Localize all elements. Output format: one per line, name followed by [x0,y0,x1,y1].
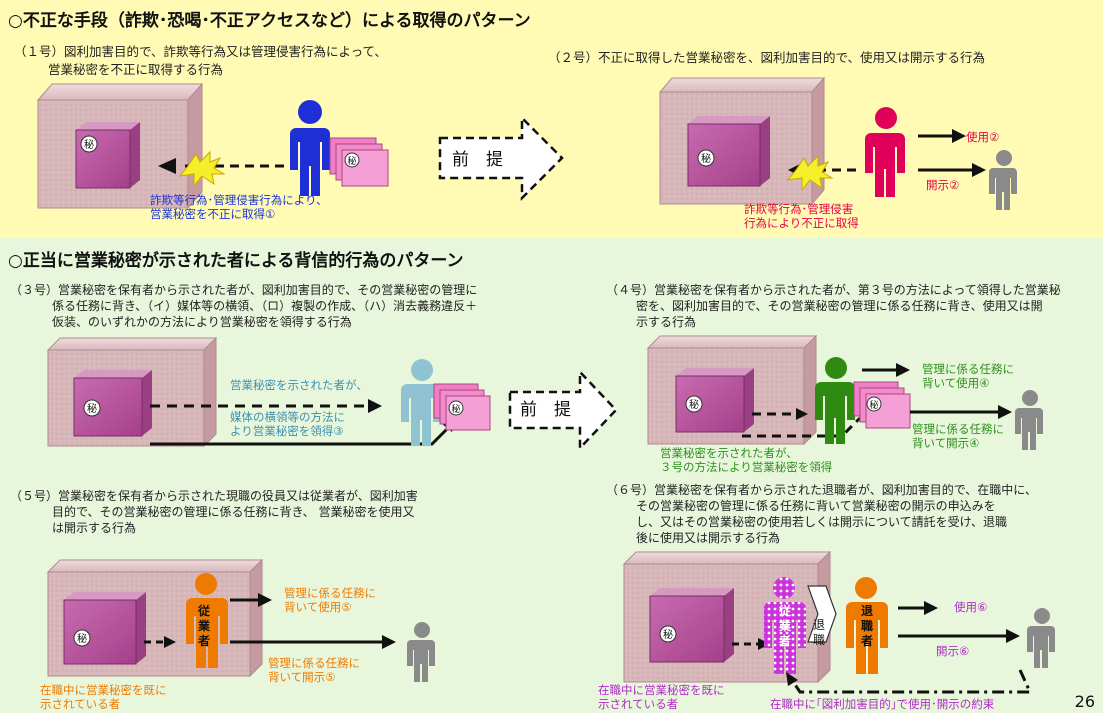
item4-disclose-line2: 背いて開示④ [912,436,980,450]
safe: 秘 [63,592,146,665]
item5-use-line2: 背いて使用⑤ [284,600,352,614]
burst-icon [178,150,226,188]
item1-figure: 秘 秘 [36,82,389,210]
item6-bottom-left-line2: 示されている者 [598,697,679,711]
item5-bottom-line2: 示されている者 [40,697,121,711]
item4-caption-line2: 密を、図利加害目的で、その営業秘密の管理に係る任務に背き、使用又は開 [636,299,1043,313]
employee-dotted-person-icon [764,577,806,674]
page-number: 26 [1074,692,1095,711]
item2-label-line1: 詐欺等行為･管理侵害 [744,202,854,216]
item4-caption-line3: 示する行為 [636,315,697,329]
item3-caption-line1: （３号）営業秘密を保有者から示された者が、図利加害目的で、その営業秘密の管理に [10,283,478,297]
document-stack-icon: 秘 [329,137,389,187]
item6-bottom-left-line1: 在職中に営業秘密を既に [598,683,725,697]
item6-use-label: 使用⑥ [954,600,988,614]
item6-disclose-label: 開示⑥ [936,644,970,658]
promise-arrow [790,669,1033,694]
orange-person-icon [186,573,228,668]
item5-person-label: 従業者 [197,604,210,648]
item4-bottom-line1: 営業秘密を示された者が、 [660,446,798,460]
teal-person-icon [401,359,441,446]
item3-label-b-line2: より営業秘密を領得③ [230,424,344,438]
svg-text:秘: 秘 [451,403,460,415]
arrowhead [158,158,176,174]
item1-label-line1: 詐欺等行為･管理侵害行為により、 [150,193,328,207]
item6-bottom-right: 在職中に｢図利加害目的｣で使用･開示の約束 [770,697,995,711]
item1-caption-line2: 営業秘密を不正に取得する行為 [48,62,224,77]
item5-bottom-line1: 在職中に営業秘密を既に [40,683,167,697]
item4-use-line2: 背いて使用④ [922,376,990,390]
item5-caption-line3: は開示する行為 [52,521,137,535]
item1-label-line2: 営業秘密を不正に取得① [150,207,276,221]
svg-text:秘: 秘 [663,628,673,641]
section1-heading: ○不正な手段（詐欺･恐喝･不正アクセスなど）による取得のパターン [8,11,531,31]
safe: 秘 [73,370,152,437]
svg-text:秘: 秘 [689,398,699,411]
burst-icon [786,154,834,192]
item4-caption-line1: （４号）営業秘密を保有者から示された者が、第３号の方法によって領得した営業秘 [606,283,1061,297]
premise-arrow-1 [438,114,564,202]
item4-disclose-line1: 管理に係る任務に [912,422,1004,436]
item2-caption: （２号）不正に取得した営業秘密を、図利加害目的で、使用又は開示する行為 [548,50,986,65]
svg-text:秘: 秘 [701,152,711,165]
gray-person-icon [407,622,435,682]
item6-retiree-label: 退職者 [860,604,873,648]
green-person-icon [815,357,855,444]
blue-person-icon [290,100,330,196]
item6-employee-label: 従業者 [778,604,791,648]
document-stack-icon: 秘 [853,381,911,429]
item6-figure: 秘 [622,550,1055,694]
item1-caption-line1: （１号）図利加害目的で、詐欺等行為又は管理侵害行為によって、 [14,44,387,59]
item6-caption-line4: 後に使用又は開示する行為 [636,531,781,545]
svg-text:秘: 秘 [347,155,356,167]
item4-figure: 秘 秘 [646,334,1043,450]
item6-caption-line1: （６号）営業秘密を保有者から示された退職者が、図利加害目的で、在職中に、 [606,483,1037,497]
item4-bottom-line2: ３号の方法により営業秘密を領得 [660,460,833,474]
item6-caption-line2: その営業秘密の管理に係る任務に背いて営業秘密の開示の申込みを [636,499,996,513]
item2-use-label: 使用② [966,130,1000,144]
retire-arrow [807,585,837,643]
item5-caption-line2: 目的で、その営業秘密の管理に係る任務に背き、 営業秘密を使用又 [52,505,415,519]
safe: 秘 [75,122,140,189]
gray-person-icon [1015,390,1043,450]
item4-use-line1: 管理に係る任務に [922,362,1014,376]
safe: 秘 [687,116,770,187]
item3-label-b-line1: 媒体の横領等の方法に [230,410,345,424]
item3-label-a: 営業秘密を示された者が、 [230,378,368,392]
item5-use-line1: 管理に係る任務に [284,586,376,600]
svg-text:秘: 秘 [869,399,878,411]
item2-figure: 秘 [658,76,1017,210]
item5-caption-line1: （５号）営業秘密を保有者から示された現職の役員又は従業者が、図利加害 [10,489,418,503]
item3-caption-line2: 係る任務に背き、（イ）媒体等の横領、（ロ）複製の作成、（ハ）消去義務違反＋ [52,299,478,313]
item6-retire-label: 退職 [812,618,825,647]
secret-mark: 秘 [84,138,94,151]
item5-disclose-line2: 背いて開示⑤ [268,670,336,684]
svg-text:秘: 秘 [87,402,97,415]
item6-caption-line3: し、又はその営業秘密の使用若しくは開示について請託を受け、退職 [636,515,1008,529]
item3-figure: 秘 秘 [46,336,491,448]
document-stack-icon: 秘 [433,383,491,431]
gray-person-icon [1027,608,1055,668]
item5-figure: 秘 [46,558,435,682]
section2-heading: ○正当に営業秘密が示された者による背信的行為のパターン [8,251,464,271]
item2-label-line2: 行為により不正に取得 [744,216,859,230]
red-person-icon [865,107,905,197]
premise-label-2: 前 提 [520,400,571,420]
safe: 秘 [649,588,734,663]
item3-caption-line3: 仮装、のいずれかの方法により営業秘密を領得する行為 [52,315,352,329]
retiree-person-icon [846,577,888,674]
safe: 秘 [675,368,754,433]
premise-arrow-2 [508,368,618,452]
item2-disclose-label: 開示② [926,178,960,192]
item5-disclose-line1: 管理に係る任務に [268,656,360,670]
dashed-arrow-lower [742,416,862,438]
gray-person-icon [989,150,1017,210]
svg-text:秘: 秘 [77,632,87,645]
solid-arrow [150,424,452,446]
premise-label-1: 前 提 [452,150,503,170]
